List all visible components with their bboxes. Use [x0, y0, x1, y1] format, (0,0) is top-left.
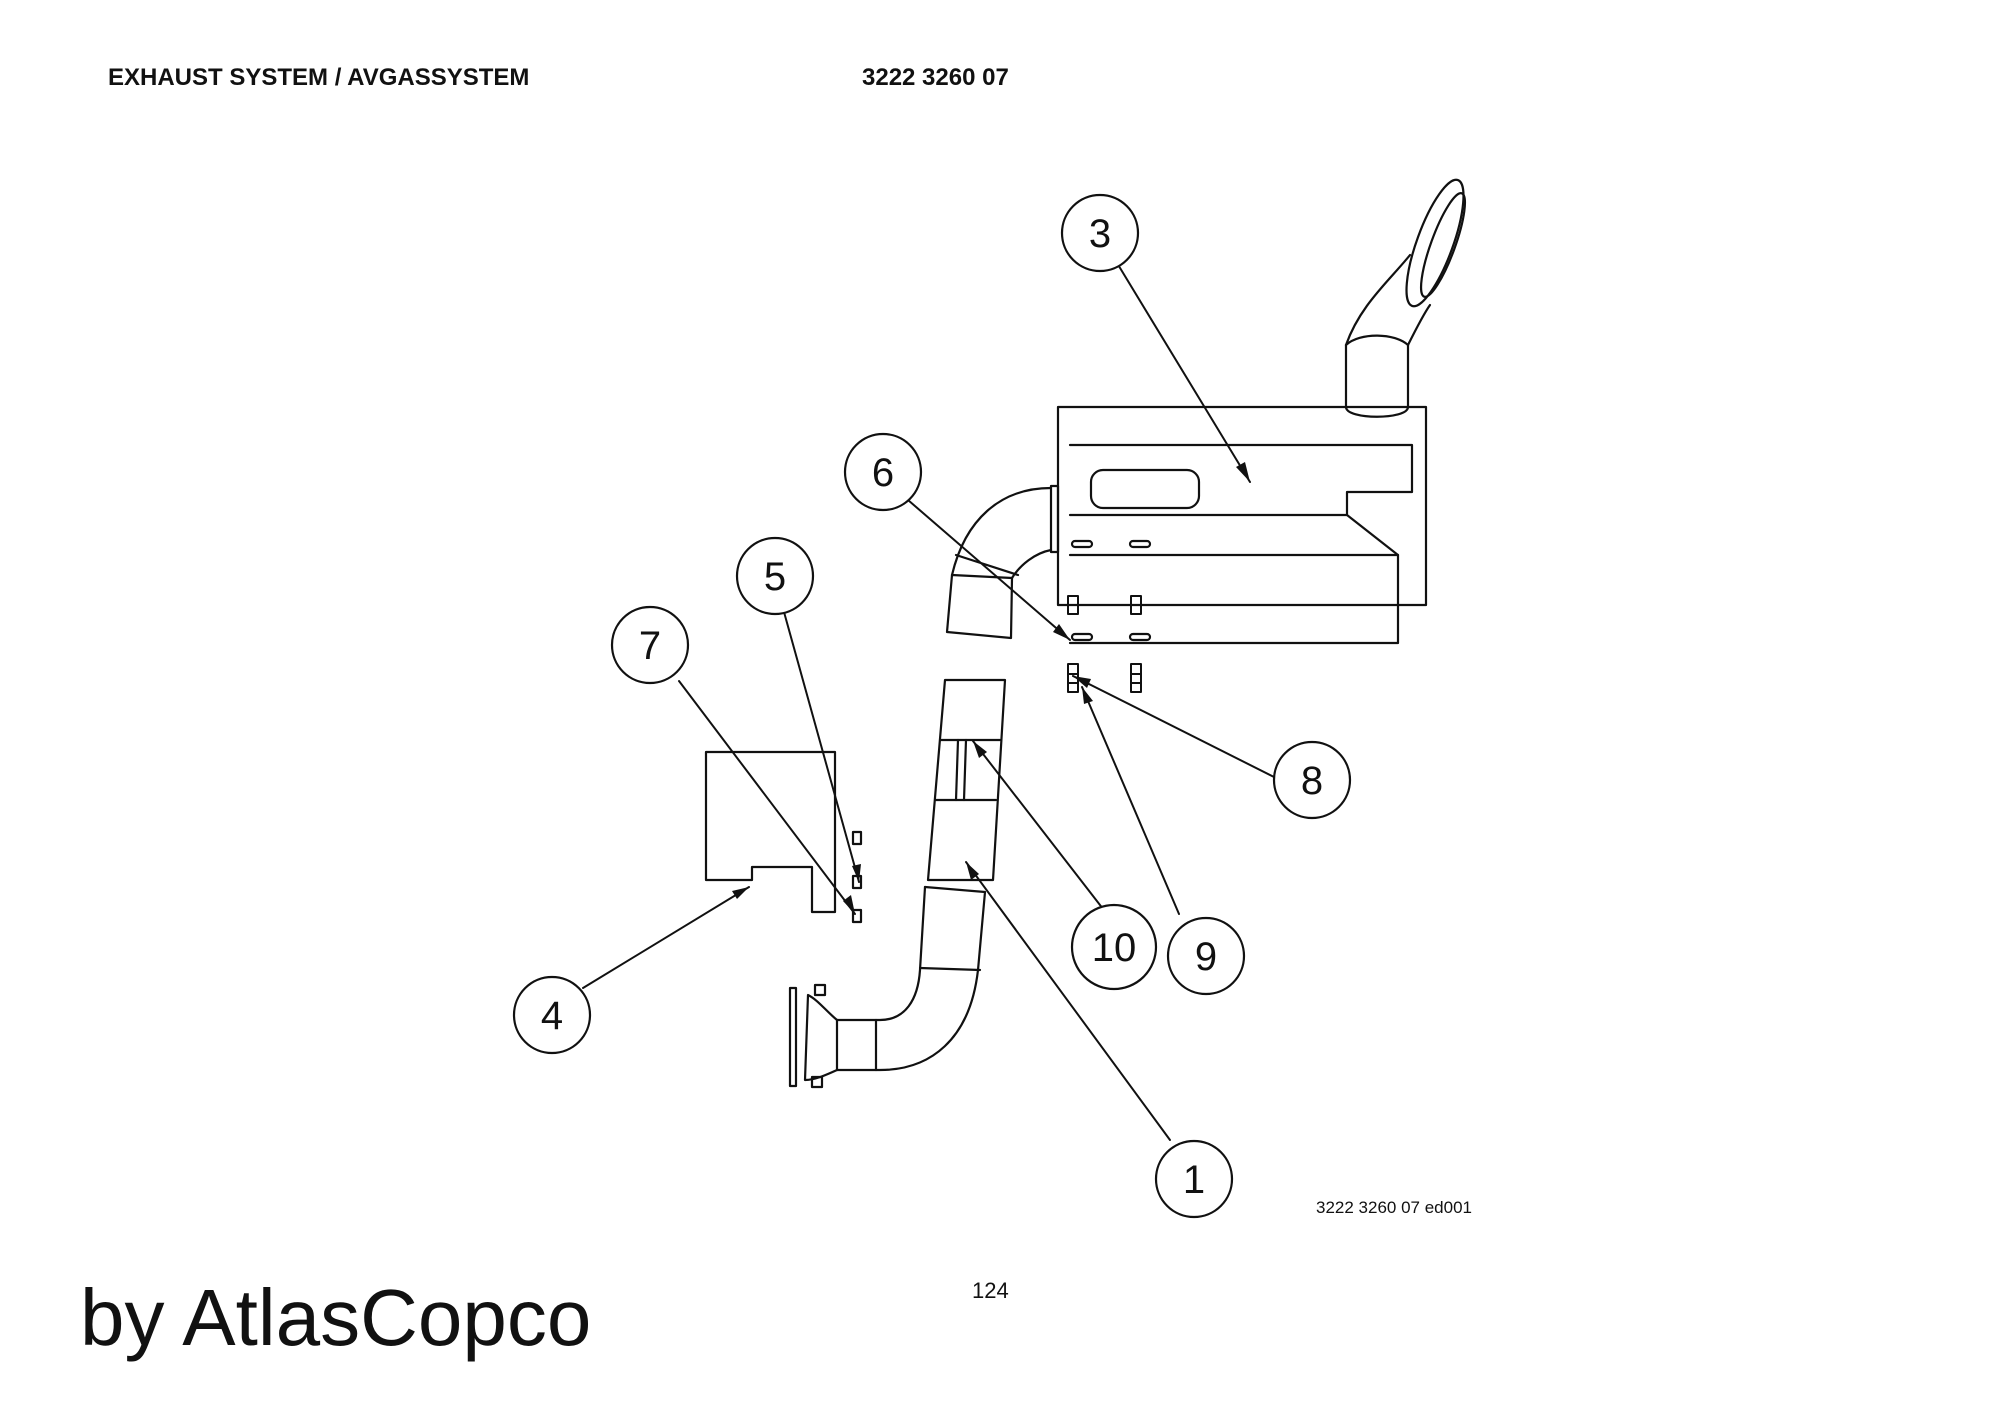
callout-1: 1: [1183, 1158, 1205, 1202]
callout-9: 9: [1195, 935, 1217, 979]
callout-bubble-7: [610, 605, 690, 685]
callout-bubble-8: [1272, 740, 1352, 820]
callout-bubble-9: [1166, 916, 1246, 996]
exhaust-pipe: [788, 678, 1007, 1089]
callout-5: 5: [764, 555, 786, 599]
page-title: EXHAUST SYSTEM / AVGASSYSTEM: [108, 64, 530, 91]
callout-6: 6: [872, 451, 894, 495]
inlet-elbow: [945, 484, 1060, 640]
page-number: 124: [972, 1278, 1009, 1303]
bolts: [1067, 595, 1142, 693]
muffler-part: [1056, 405, 1428, 645]
brand-watermark: by AtlasCopco: [80, 1273, 592, 1362]
callout-bubble-6: [843, 432, 923, 512]
callout-bubble-1: [1154, 1139, 1234, 1219]
callout-bubbles: [512, 193, 1352, 1219]
callout-3: 3: [1089, 212, 1111, 256]
image-reference: 3222 3260 07 ed001: [1316, 1198, 1472, 1217]
callout-bubble-3: [1060, 193, 1140, 273]
document-number: 3222 3260 07: [862, 64, 1009, 91]
leader-lines: [582, 257, 1277, 1141]
tail-pipe: [1344, 178, 1467, 418]
callout-bubble-5: [735, 536, 815, 616]
callout-bubble-4: [512, 975, 592, 1055]
callout-10: 10: [1092, 926, 1137, 970]
callout-8: 8: [1301, 759, 1323, 803]
heat-shield: [704, 750, 863, 924]
arrowheads: [732, 462, 1250, 914]
callout-7: 7: [639, 624, 661, 668]
callout-4: 4: [541, 994, 563, 1038]
callout-bubble-10: [1070, 903, 1158, 991]
